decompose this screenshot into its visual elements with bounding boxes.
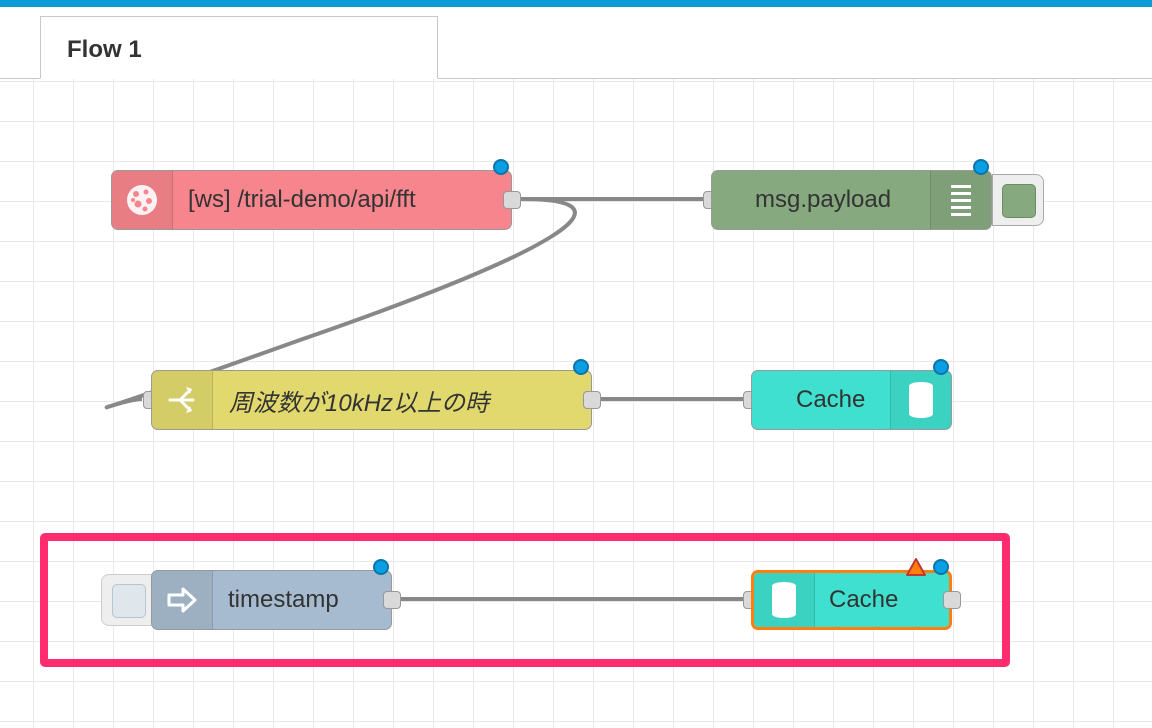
wire-ws-to-switch[interactable] [104, 197, 577, 410]
tab-flow-1[interactable]: Flow 1 [40, 16, 438, 79]
debug-label: msg.payload [755, 186, 892, 213]
inject-output-port[interactable] [383, 591, 401, 609]
inject-node[interactable]: timestamp [151, 570, 392, 630]
switch-label: 周波数が10kHz以上の時 [229, 389, 490, 417]
debug-list-icon [930, 171, 991, 229]
switch-output-port[interactable] [583, 391, 601, 409]
cache-bottom-output-port[interactable] [943, 591, 961, 609]
top-accent-bar [0, 0, 1152, 7]
annotation-highlight-box [40, 533, 1010, 667]
cache-bottom-node[interactable]: Cache [751, 570, 952, 630]
websocket-in-output-port[interactable] [503, 191, 521, 209]
cache-top-label: Cache [796, 386, 866, 413]
database-icon [890, 371, 951, 429]
inject-label: timestamp [228, 586, 339, 613]
websocket-in-label: [ws] /trial-demo/api/fft [188, 186, 416, 213]
cache-top-changed-indicator [933, 359, 949, 375]
switch-icon [152, 371, 213, 429]
debug-changed-indicator [973, 159, 989, 175]
cache-top-node[interactable]: Cache [751, 370, 952, 430]
debug-toggle-button[interactable] [992, 174, 1044, 226]
switch-changed-indicator [573, 359, 589, 375]
inject-changed-indicator [373, 559, 389, 575]
switch-node[interactable]: 周波数が10kHz以上の時 [151, 370, 592, 430]
inject-arrow-icon [152, 571, 213, 629]
warning-triangle-icon [906, 558, 926, 576]
database-icon [754, 573, 815, 627]
tab-label: Flow 1 [67, 36, 142, 63]
cache-bottom-label: Cache [829, 586, 899, 613]
websocket-icon [112, 171, 173, 229]
websocket-in-changed-indicator [493, 159, 509, 175]
workspace-tab-bar: Flow 1 [0, 7, 1152, 79]
websocket-in-node[interactable]: [ws] /trial-demo/api/fft [111, 170, 512, 230]
cache-bottom-changed-indicator [933, 559, 949, 575]
inject-trigger-button[interactable] [101, 574, 155, 626]
debug-node[interactable]: msg.payload [711, 170, 992, 230]
